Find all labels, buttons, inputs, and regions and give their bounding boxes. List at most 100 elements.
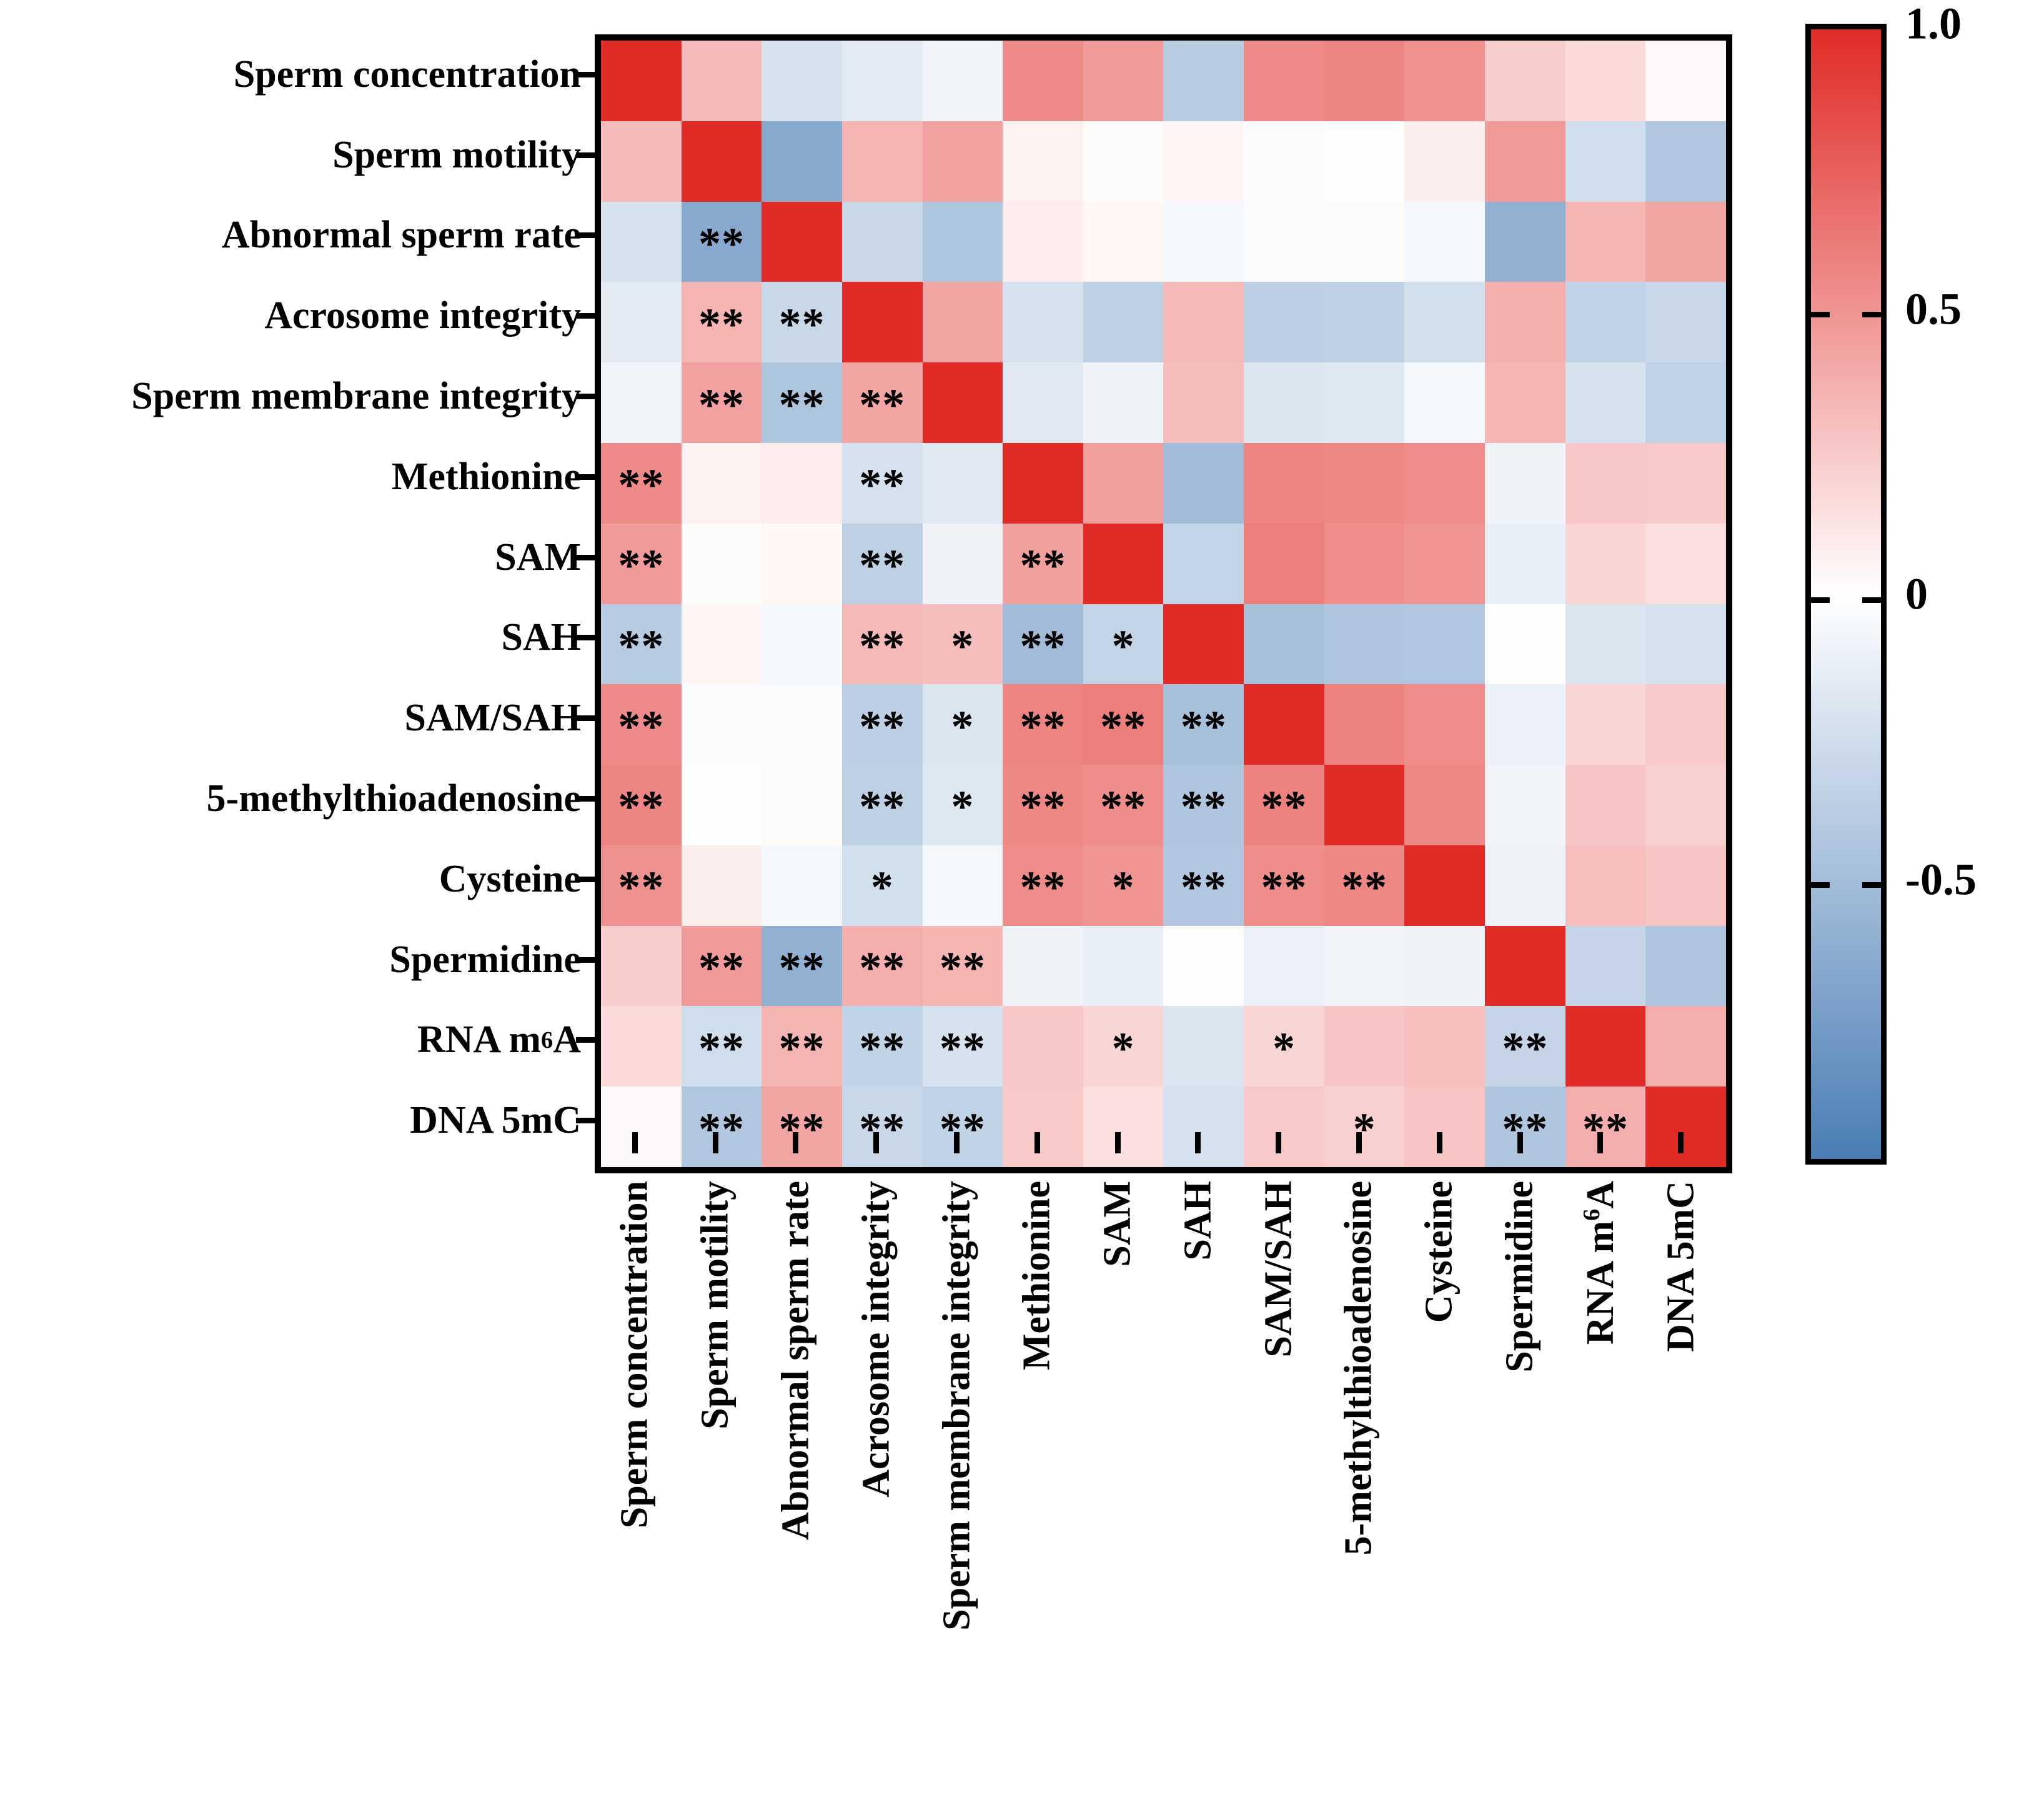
significance-marker: *: [1111, 620, 1135, 671]
heatmap-cell: [762, 201, 842, 282]
heatmap-cell: [1003, 41, 1083, 121]
heatmap-cell: [1565, 765, 1646, 845]
heatmap-cell: [1645, 201, 1726, 282]
heatmap-cell: **: [1324, 845, 1405, 926]
heatmap-cell: [841, 201, 923, 282]
heatmap-cell: *: [1083, 604, 1164, 685]
column-label-slot-1: Sperm concentration: [595, 1132, 675, 1820]
significance-marker: *: [1111, 1023, 1135, 1073]
heatmap-cell: [1163, 1087, 1244, 1167]
heatmap-cell: [1485, 362, 1565, 443]
heatmap-cell: [1244, 1087, 1324, 1167]
row-label-2: Sperm motility: [332, 133, 581, 176]
heatmap-cell: [601, 925, 682, 1007]
heatmap-cell: **: [1003, 523, 1083, 604]
heatmap-cell: [1485, 845, 1565, 926]
heatmap-cell: [1083, 1087, 1164, 1167]
heatmap-cell: **: [601, 765, 682, 845]
heatmap-cell: [1645, 925, 1726, 1007]
colorbar-tick-label-2: 0.5: [1905, 284, 1962, 334]
heatmap-cell: [1565, 442, 1646, 524]
heatmap-cell: [1163, 282, 1244, 363]
row-tick-mark: [576, 554, 596, 560]
column-label-7: SAM: [1096, 1181, 1139, 1267]
colorbar-tick-right: [1862, 597, 1881, 603]
heatmap-cell: [1083, 201, 1164, 282]
heatmap-cell: [1645, 765, 1726, 845]
column-label-8: SAH: [1176, 1181, 1219, 1261]
row-label-1: Sperm concentration: [233, 52, 581, 96]
heatmap-cell: [1244, 684, 1324, 765]
row-tick-mark: [576, 876, 596, 882]
heatmap-cell: [1244, 41, 1324, 121]
heatmap-cell: [1645, 1087, 1726, 1167]
heatmap-cell: [1404, 1087, 1486, 1167]
heatmap-cell: [601, 1087, 682, 1167]
heatmap-cell: [1565, 1006, 1646, 1087]
heatmap-cell: [1645, 523, 1726, 604]
significance-marker: **: [778, 379, 825, 430]
colorbar-tick-label-1: 1.0: [1905, 0, 1962, 49]
row-tick-mark: [576, 152, 596, 158]
heatmap-cell: **: [1163, 845, 1244, 926]
heatmap-cell: [1645, 604, 1726, 685]
significance-marker: **: [859, 942, 906, 993]
heatmap-cell: [1645, 684, 1726, 765]
heatmap-cell: [1244, 925, 1324, 1007]
row-tick-mark: [576, 715, 596, 722]
column-label-slot-13: RNA m6A: [1560, 1132, 1640, 1820]
heatmap-cell: [1565, 362, 1646, 443]
colorbar[interactable]: [1805, 24, 1887, 1165]
heatmap-cell: **: [1244, 765, 1324, 845]
heatmap-cell: [601, 362, 682, 443]
heatmap-cell: [1404, 41, 1486, 121]
row-tick-mark: [576, 795, 596, 802]
significance-marker: **: [1180, 701, 1227, 752]
column-tick-mark: [793, 1132, 799, 1153]
significance-marker: **: [939, 1023, 986, 1073]
heatmap-cell: [681, 604, 762, 685]
heatmap-cell: [762, 442, 842, 524]
significance-marker: **: [859, 1023, 906, 1073]
heatmap-cell: **: [841, 604, 923, 685]
heatmap-cell: [1404, 925, 1486, 1007]
significance-marker: **: [618, 460, 665, 510]
heatmap-cell: *: [922, 604, 1003, 685]
column-label-1: Sperm concentration: [613, 1181, 656, 1529]
significance-marker: **: [1020, 540, 1066, 590]
heatmap-cell: [1324, 121, 1405, 202]
row-label-3: Abnormal sperm rate: [221, 214, 581, 257]
column-label-slot-9: SAM/SAH: [1238, 1132, 1319, 1820]
column-tick-mark: [1517, 1132, 1523, 1153]
heatmap-cell: [1645, 1006, 1726, 1087]
heatmap-grid: ****************************************…: [601, 41, 1726, 1167]
heatmap-cell: [1324, 41, 1405, 121]
heatmap-cell: [681, 442, 762, 524]
significance-marker: **: [618, 782, 665, 832]
heatmap-cell: [1404, 1006, 1486, 1087]
heatmap-cell: [1404, 604, 1486, 685]
heatmap-cell: [1565, 684, 1646, 765]
row-label-4: Acrosome integrity: [264, 294, 581, 337]
column-label-slot-2: Sperm motility: [675, 1132, 756, 1820]
heatmap-cell: **: [601, 684, 682, 765]
column-label-6: Methionine: [1015, 1181, 1058, 1371]
row-label-12: Spermidine: [389, 938, 581, 981]
heatmap-cell: [681, 765, 762, 845]
heatmap-cell: [841, 282, 923, 363]
significance-marker: **: [859, 379, 906, 430]
significance-marker: **: [778, 1023, 825, 1073]
heatmap-cell: [1485, 121, 1565, 202]
row-tick-mark: [576, 394, 596, 400]
heatmap-cell: [1645, 362, 1726, 443]
significance-marker: **: [859, 782, 906, 832]
heatmap-cell: [1083, 362, 1164, 443]
column-label-12: Spermidine: [1498, 1181, 1541, 1373]
significance-marker: **: [859, 460, 906, 510]
column-label-9: SAM/SAH: [1257, 1181, 1300, 1358]
column-tick-mark: [1597, 1132, 1604, 1153]
heatmap-cell: [1324, 684, 1405, 765]
column-label-slot-11: Cysteine: [1399, 1132, 1480, 1820]
heatmap-cell: [601, 201, 682, 282]
column-label-slot-8: SAH: [1158, 1132, 1239, 1820]
